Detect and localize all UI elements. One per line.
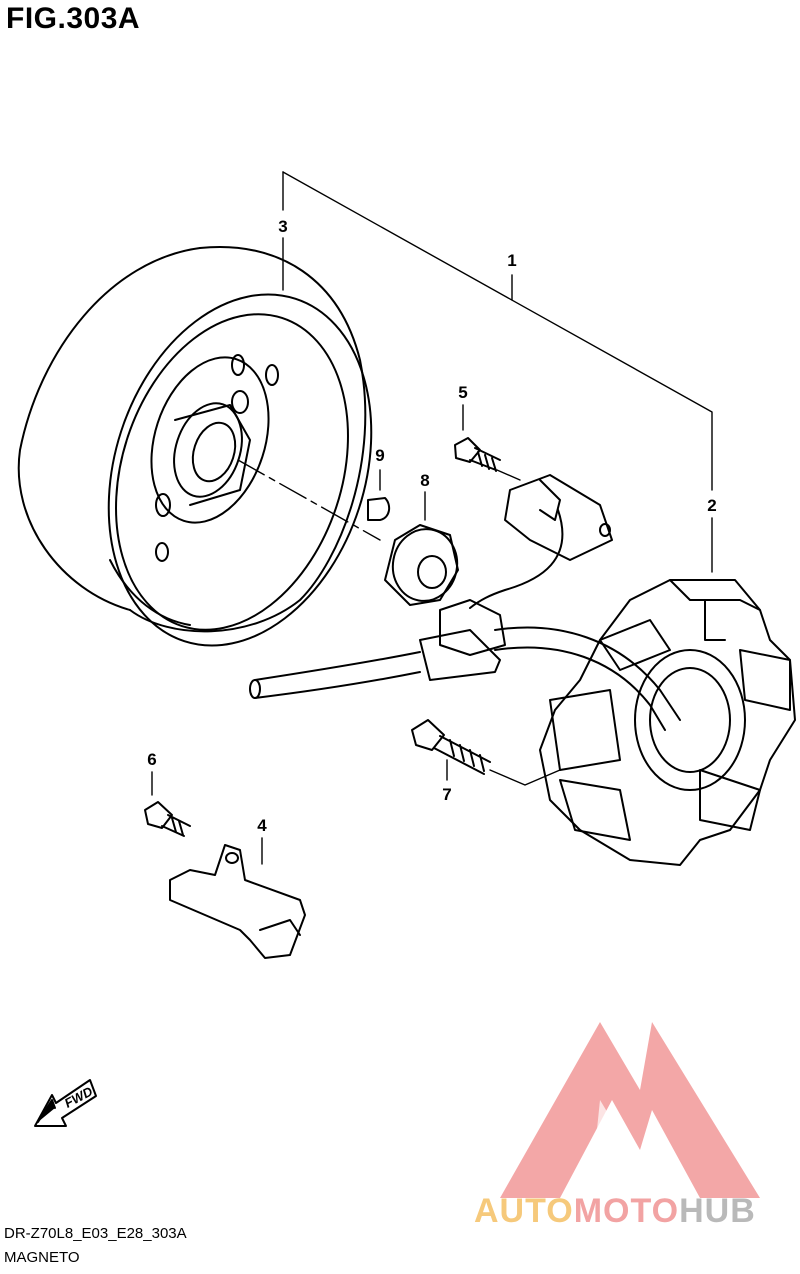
callout-4: 4 <box>257 816 267 835</box>
callout-2: 2 <box>707 496 716 515</box>
callout-3: 3 <box>278 217 287 236</box>
watermark-text: AUTOMOTOHUB <box>474 1192 756 1231</box>
woodruff-key <box>367 497 391 521</box>
stator <box>539 579 796 866</box>
watermark-hub: HUB <box>679 1192 756 1230</box>
wire-harness <box>249 599 681 731</box>
wire-clamp <box>169 844 306 959</box>
bolt-7 <box>411 719 491 775</box>
pickup-coil <box>469 474 613 609</box>
leader-lines <box>151 171 713 865</box>
bolt-5 <box>454 437 501 472</box>
callout-7: 7 <box>442 785 451 804</box>
callout-6: 6 <box>147 750 156 769</box>
watermark-auto: AUTO <box>474 1192 574 1230</box>
callout-8: 8 <box>420 471 429 490</box>
flywheel-rotor <box>17 246 373 647</box>
watermark-moto: MOTO <box>573 1192 680 1230</box>
bolt-6 <box>144 801 191 837</box>
figure-name: MAGNETO <box>4 1249 80 1266</box>
callout-5: 5 <box>458 383 467 402</box>
callout-9: 9 <box>375 446 384 465</box>
fig-title: FIG.303A <box>6 2 141 35</box>
watermark-logo <box>500 1022 760 1198</box>
fwd-arrow-icon <box>34 1079 97 1127</box>
callout-1: 1 <box>507 251 516 270</box>
callout-numbers: 1 2 3 4 5 6 7 8 9 <box>147 217 716 835</box>
figure-code: DR-Z70L8_E03_E28_303A <box>4 1225 187 1242</box>
flywheel-nut <box>384 524 459 606</box>
